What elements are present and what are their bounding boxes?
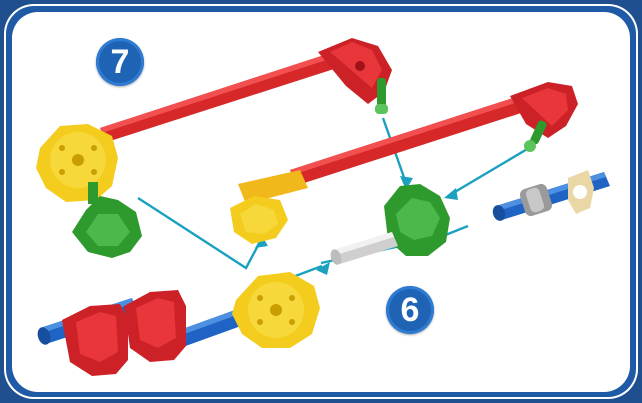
grey-rod [330,232,398,265]
red-connector-top-right [318,38,392,104]
red-connector-bottom-middle [124,290,186,362]
step-badge-6: 6 [386,286,434,334]
red-rod-top [100,45,362,142]
green-clip-top [375,78,388,114]
red-connector-right [510,82,578,138]
red-rod-middle [290,88,552,185]
yellow-connector-bottom [232,272,320,348]
yellow-connector-top-left [36,124,118,202]
guide-lines [137,117,530,292]
red-connector-bottom-left [62,304,128,376]
green-connector-left [72,182,142,258]
green-connector-center [384,184,450,256]
yellow-connector-middle [230,170,308,244]
green-clip-right [524,120,547,152]
tan-clip [568,170,594,214]
grey-spacer [519,183,553,217]
step-badge-7: 7 [96,38,144,86]
guide-arrowheads [255,176,458,275]
